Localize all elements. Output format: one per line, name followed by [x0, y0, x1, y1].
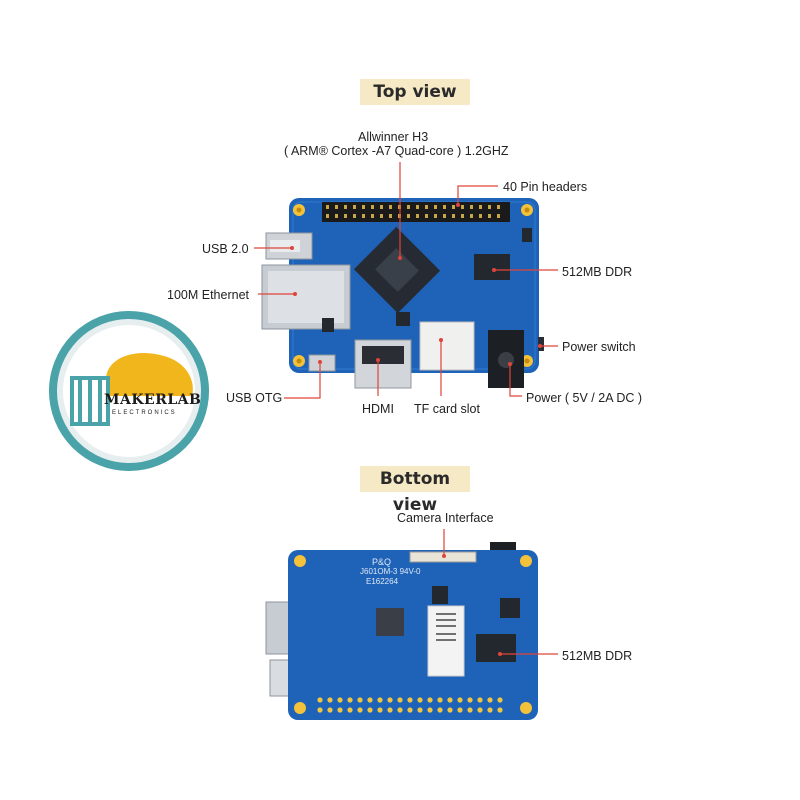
makerlab-logo: [46, 308, 212, 474]
pcb-text-3: E162264: [366, 577, 399, 586]
tf-slot: [419, 321, 475, 371]
pcb-text-2: J601OM-3 94V-0: [360, 567, 421, 576]
cpu-label-line2: ( ARM® Cortex -A7 Quad-core ) 1.2GHZ: [284, 144, 509, 158]
power-switch: [538, 337, 544, 351]
top-leader-lines: [254, 162, 558, 399]
bottom-leader-lines: [443, 529, 558, 655]
power-switch-label: Power switch: [562, 340, 636, 354]
tf-card-label: TF card slot: [414, 402, 480, 416]
ddr-top-label: 512MB DDR: [562, 265, 633, 279]
power-label: Power ( 5V / 2A DC ): [526, 391, 643, 405]
bottom-pcb: [288, 550, 538, 720]
camera-interface-label: Camera Interface: [397, 511, 494, 525]
cpu-label-line1: Allwinner H3: [358, 130, 429, 144]
barcode-sticker: [427, 605, 465, 677]
ethernet-label: 100M Ethernet: [167, 288, 249, 302]
logo-text: MAKERLAB: [104, 392, 202, 408]
bottom-header-pads: [317, 697, 503, 713]
pcb-text-1: P&Q: [372, 557, 392, 567]
bulb-icon: [106, 352, 193, 396]
usb2-label: USB 2.0: [202, 242, 249, 256]
usb-otg-label: USB OTG: [226, 391, 283, 405]
ddr-chip-top: [474, 254, 510, 280]
bottom-view-title: Bottom view: [360, 466, 470, 515]
logo-graphic: [49, 311, 209, 471]
ddr-chip-bottom: [476, 634, 516, 662]
top-view-title: Top view: [360, 79, 470, 105]
hdmi-label: HDMI: [362, 402, 394, 416]
logo-subtext: ELECTRONICS: [112, 410, 177, 416]
ddr-bottom-label: 512MB DDR: [562, 649, 633, 663]
pin-headers-label: 40 Pin headers: [503, 180, 588, 194]
usb-otg-port: [308, 354, 336, 372]
